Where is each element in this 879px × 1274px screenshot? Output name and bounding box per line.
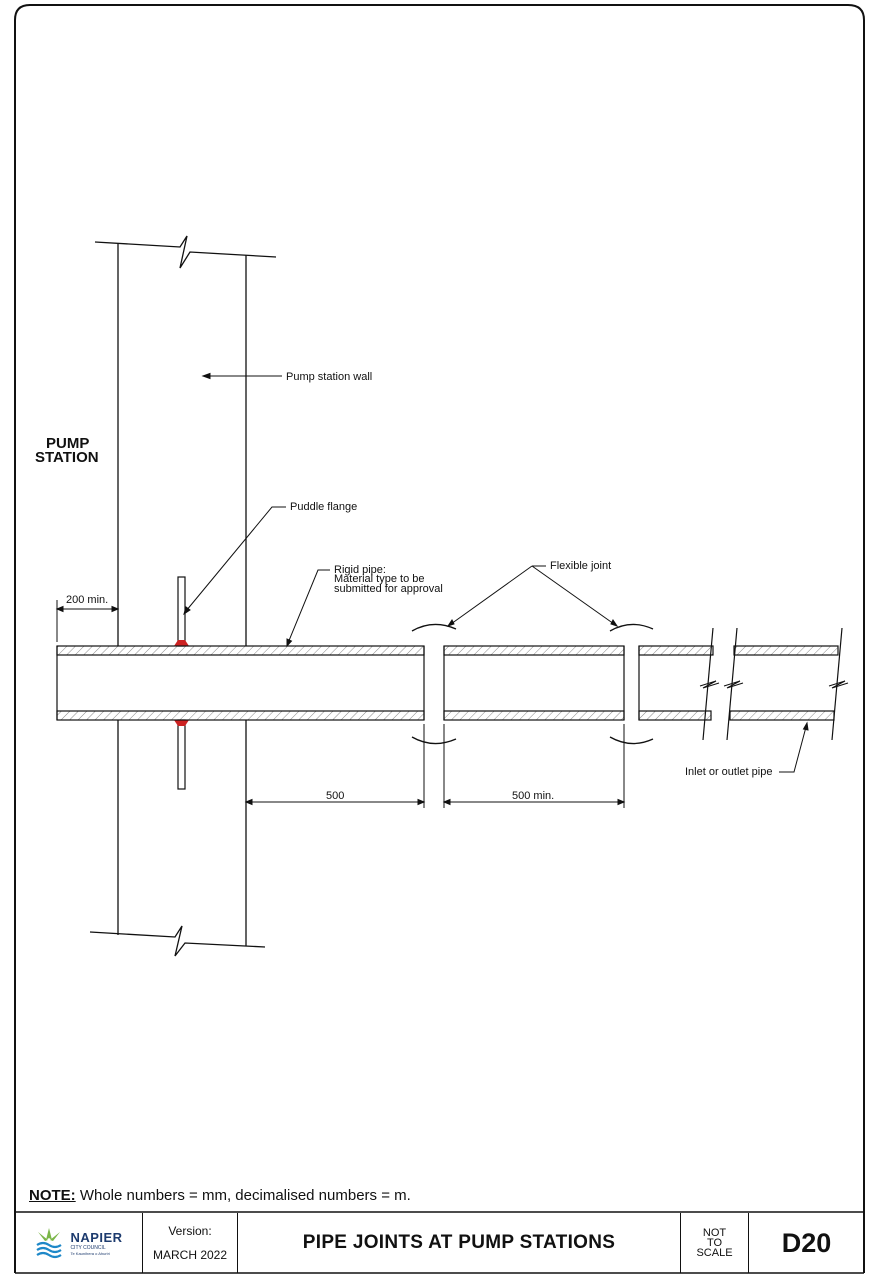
- note-label: NOTE:: [29, 1187, 76, 1204]
- rigid-pipe-segment: [56, 645, 425, 721]
- title-block: NAPIER CITY COUNCIL Te Kaunihera o Ahuri…: [15, 1213, 864, 1273]
- drawing-title-text: PIPE JOINTS AT PUMP STATIONS: [302, 1232, 616, 1253]
- rigid-pipe-label-line2: Material type to be: [334, 573, 425, 585]
- inlet-outlet-pipe-label: Inlet or outlet pipe: [685, 766, 772, 778]
- flexible-joint-label: Flexible joint: [550, 560, 611, 572]
- pump-station-label-line1: PUMP: [46, 435, 89, 452]
- flexible-joint-1: [411, 623, 457, 745]
- note: NOTE: Whole numbers = mm, decimalised nu…: [29, 1187, 411, 1204]
- note-text: Whole numbers = mm, decimalised numbers …: [75, 1187, 411, 1204]
- drawing-code-text: D20: [781, 1227, 832, 1258]
- scale-line2: TO: [706, 1237, 723, 1249]
- puddle-flange-label: Puddle flange: [290, 501, 357, 513]
- logo-name: NAPIER: [70, 1230, 123, 1245]
- inlet-outlet-pipe-segment: [638, 627, 849, 741]
- version-label: Version:: [168, 1224, 212, 1238]
- flexible-joint-2: [609, 623, 654, 745]
- napier-logo-icon: [36, 1228, 63, 1259]
- logo-sub2: Te Kaunihera o Ahuriri: [70, 1251, 110, 1256]
- leader-lines: [183, 372, 809, 773]
- dimension-500: 500: [326, 790, 344, 802]
- pump-station-label-line2: STATION: [35, 449, 99, 466]
- pump-station-wall-label: Pump station wall: [286, 371, 372, 383]
- scale-cell: NOT TO SCALE: [681, 1213, 749, 1273]
- drawing-code: D20: [749, 1213, 864, 1273]
- version-value: MARCH 2022: [152, 1248, 228, 1262]
- council-logo: NAPIER CITY COUNCIL Te Kaunihera o Ahuri…: [15, 1213, 143, 1273]
- logo-sub: CITY COUNCIL: [70, 1245, 106, 1251]
- dimension-500-min: 500 min.: [512, 790, 554, 802]
- drawing-title: PIPE JOINTS AT PUMP STATIONS: [238, 1213, 681, 1273]
- rigid-pipe-label-line3: submitted for approval: [334, 583, 443, 595]
- middle-pipe-segment: [443, 645, 625, 721]
- scale-line1: NOT: [702, 1227, 727, 1239]
- rigid-pipe-label-line1: Rigid pipe:: [334, 564, 386, 576]
- dimension-lines: [55, 600, 626, 808]
- sheet-border: [14, 4, 865, 1273]
- scale-line3: SCALE: [696, 1247, 733, 1259]
- version-cell: Version: MARCH 2022: [143, 1213, 238, 1273]
- dimension-200-min: 200 min.: [66, 594, 108, 606]
